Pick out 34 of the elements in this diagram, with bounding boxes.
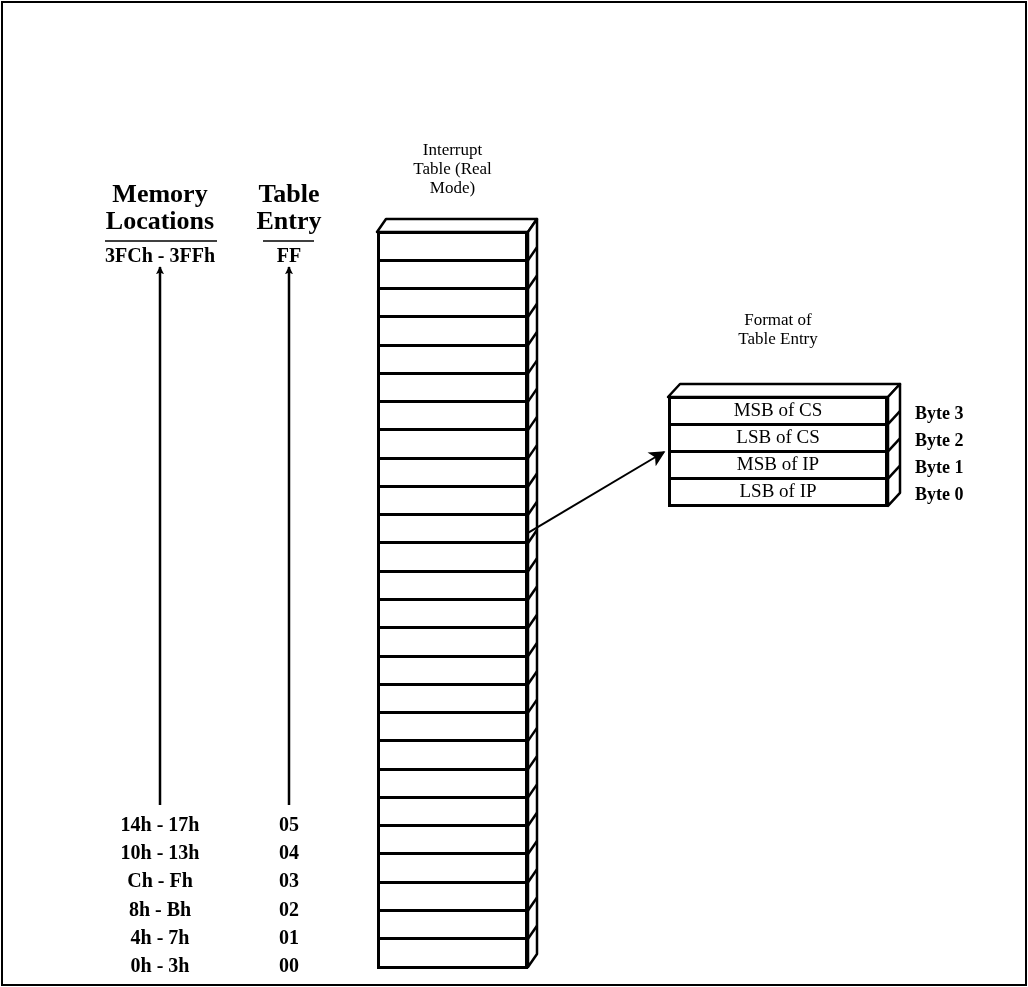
address-range: 3FCh - 3FFh <box>104 243 216 267</box>
column-heading: Table Entry <box>255 180 323 234</box>
address-range: 4h - 7h <box>129 925 191 949</box>
node-heading: Interrupt Table (Real Mode) <box>412 140 493 197</box>
table-row <box>377 937 528 969</box>
entry-number: 01 <box>278 925 300 949</box>
field-name: LSB of IP <box>739 480 817 502</box>
arrow <box>527 451 666 534</box>
address-range: 14h - 17h <box>119 812 201 836</box>
entry-number: 00 <box>278 953 300 977</box>
column-heading: Memory Locations <box>104 180 216 234</box>
field-name: MSB of CS <box>733 398 823 420</box>
byte-label: Byte 1 <box>915 456 964 478</box>
table-row <box>377 315 528 347</box>
table-row <box>377 739 528 771</box>
node-heading: Format of Table Entry <box>737 310 819 348</box>
field-name: MSB of IP <box>736 452 820 474</box>
address-range: Ch - Fh <box>126 868 194 892</box>
entry-number: FF <box>275 243 303 267</box>
entry-number: 02 <box>278 897 300 921</box>
table-row <box>377 852 528 884</box>
table-row <box>377 541 528 573</box>
address-range: 0h - 3h <box>129 953 191 977</box>
address-range: 8h - Bh <box>127 897 193 921</box>
entry-number: 04 <box>278 840 300 864</box>
entry-number: 05 <box>278 812 300 836</box>
table-row <box>377 626 528 658</box>
byte-label: Byte 0 <box>915 484 964 506</box>
byte-label: Byte 3 <box>915 402 964 424</box>
table-row <box>377 428 528 460</box>
address-range: 10h - 13h <box>119 840 201 864</box>
entry-number: 03 <box>278 868 300 892</box>
byte-label: Byte 2 <box>915 429 964 451</box>
field-name: LSB of CS <box>736 425 820 447</box>
